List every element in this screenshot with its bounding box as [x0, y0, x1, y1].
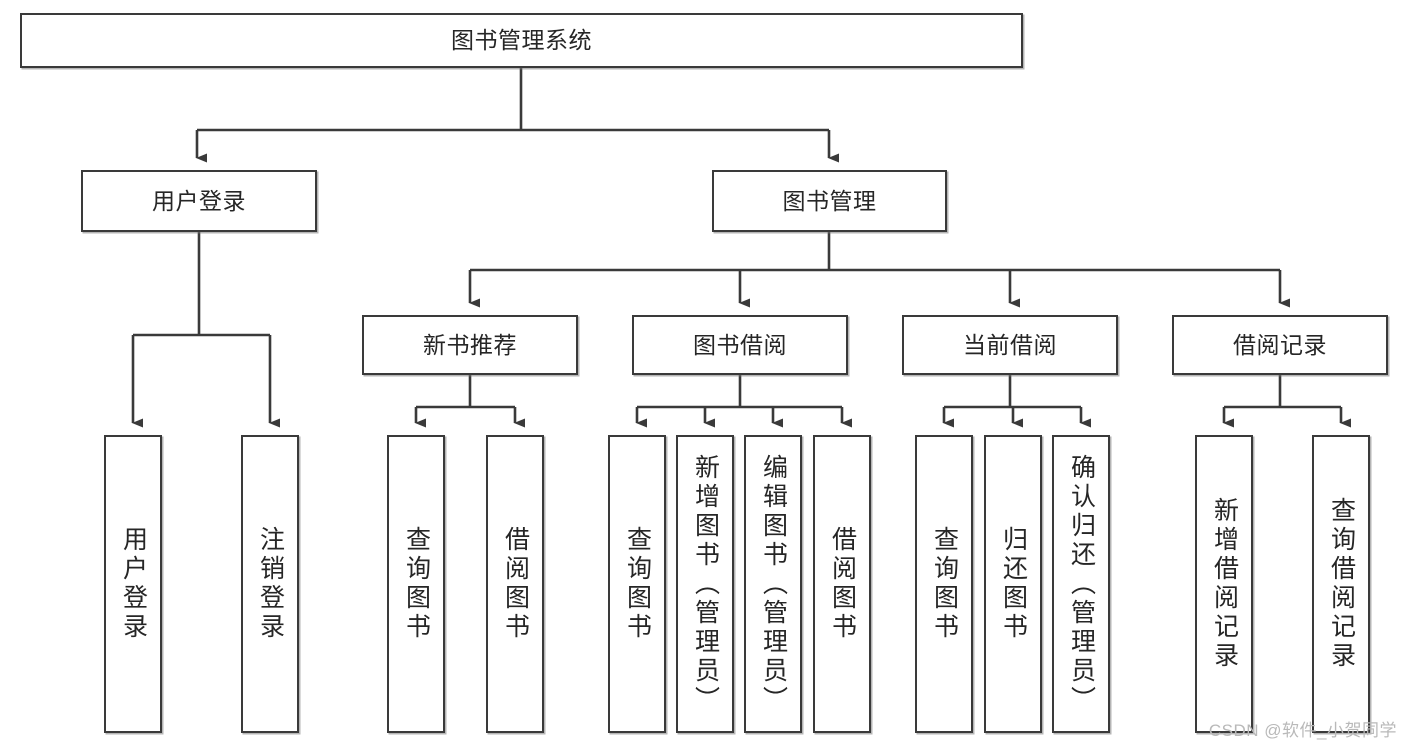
node-leaf-add-record-label: 新增借阅记录 [1210, 497, 1239, 671]
node-leaf-query-record[interactable]: 查询借阅记录 [1312, 435, 1370, 733]
node-book-manage-label: 图书管理 [782, 187, 877, 214]
node-leaf-query-book-cur-label: 查询图书 [930, 526, 959, 642]
node-root-label: 图书管理系统 [451, 27, 592, 54]
node-leaf-add-book[interactable]: 新增图书（管理员） [676, 435, 734, 733]
node-user-login-label: 用户登录 [152, 187, 246, 214]
node-borrow-record-label: 借阅记录 [1233, 331, 1327, 358]
node-leaf-return-book-label: 归还图书 [999, 526, 1028, 642]
node-new-book-rec[interactable]: 新书推荐 [362, 315, 578, 375]
node-user-login[interactable]: 用户登录 [81, 170, 317, 232]
node-leaf-edit-book[interactable]: 编辑图书（管理员） [744, 435, 802, 733]
node-leaf-user-login-label: 用户登录 [119, 526, 148, 642]
node-leaf-edit-book-label: 编辑图书（管理员） [759, 453, 788, 715]
node-leaf-query-book-borrow[interactable]: 查询图书 [608, 435, 666, 733]
node-leaf-user-logout-label: 注销登录 [256, 526, 285, 642]
node-borrow-record[interactable]: 借阅记录 [1172, 315, 1388, 375]
node-book-borrow[interactable]: 图书借阅 [632, 315, 848, 375]
watermark: CSDN @软件_小贺同学 [1208, 721, 1397, 740]
node-leaf-query-book-borrow-label: 查询图书 [623, 526, 652, 642]
node-leaf-add-book-label: 新增图书（管理员） [691, 453, 720, 715]
node-leaf-confirm-return[interactable]: 确认归还（管理员） [1052, 435, 1110, 733]
node-leaf-add-record[interactable]: 新增借阅记录 [1195, 435, 1253, 733]
node-leaf-return-book[interactable]: 归还图书 [984, 435, 1042, 733]
node-leaf-borrow-book[interactable]: 借阅图书 [813, 435, 871, 733]
node-leaf-borrow-book-rec[interactable]: 借阅图书 [486, 435, 544, 733]
node-leaf-query-record-label: 查询借阅记录 [1327, 497, 1356, 671]
node-leaf-borrow-book-rec-label: 借阅图书 [501, 526, 530, 642]
node-leaf-user-login[interactable]: 用户登录 [104, 435, 162, 733]
node-book-manage[interactable]: 图书管理 [712, 170, 947, 232]
node-leaf-confirm-return-label: 确认归还（管理员） [1067, 453, 1096, 715]
node-leaf-query-book-rec[interactable]: 查询图书 [387, 435, 445, 733]
node-leaf-query-book-cur[interactable]: 查询图书 [915, 435, 973, 733]
node-root[interactable]: 图书管理系统 [20, 13, 1023, 68]
node-current-borrow-label: 当前借阅 [963, 331, 1057, 358]
node-new-book-rec-label: 新书推荐 [423, 331, 517, 358]
node-leaf-user-logout[interactable]: 注销登录 [241, 435, 299, 733]
node-book-borrow-label: 图书借阅 [693, 331, 787, 358]
node-leaf-query-book-rec-label: 查询图书 [402, 526, 431, 642]
node-leaf-borrow-book-label: 借阅图书 [828, 526, 857, 642]
node-current-borrow[interactable]: 当前借阅 [902, 315, 1118, 375]
